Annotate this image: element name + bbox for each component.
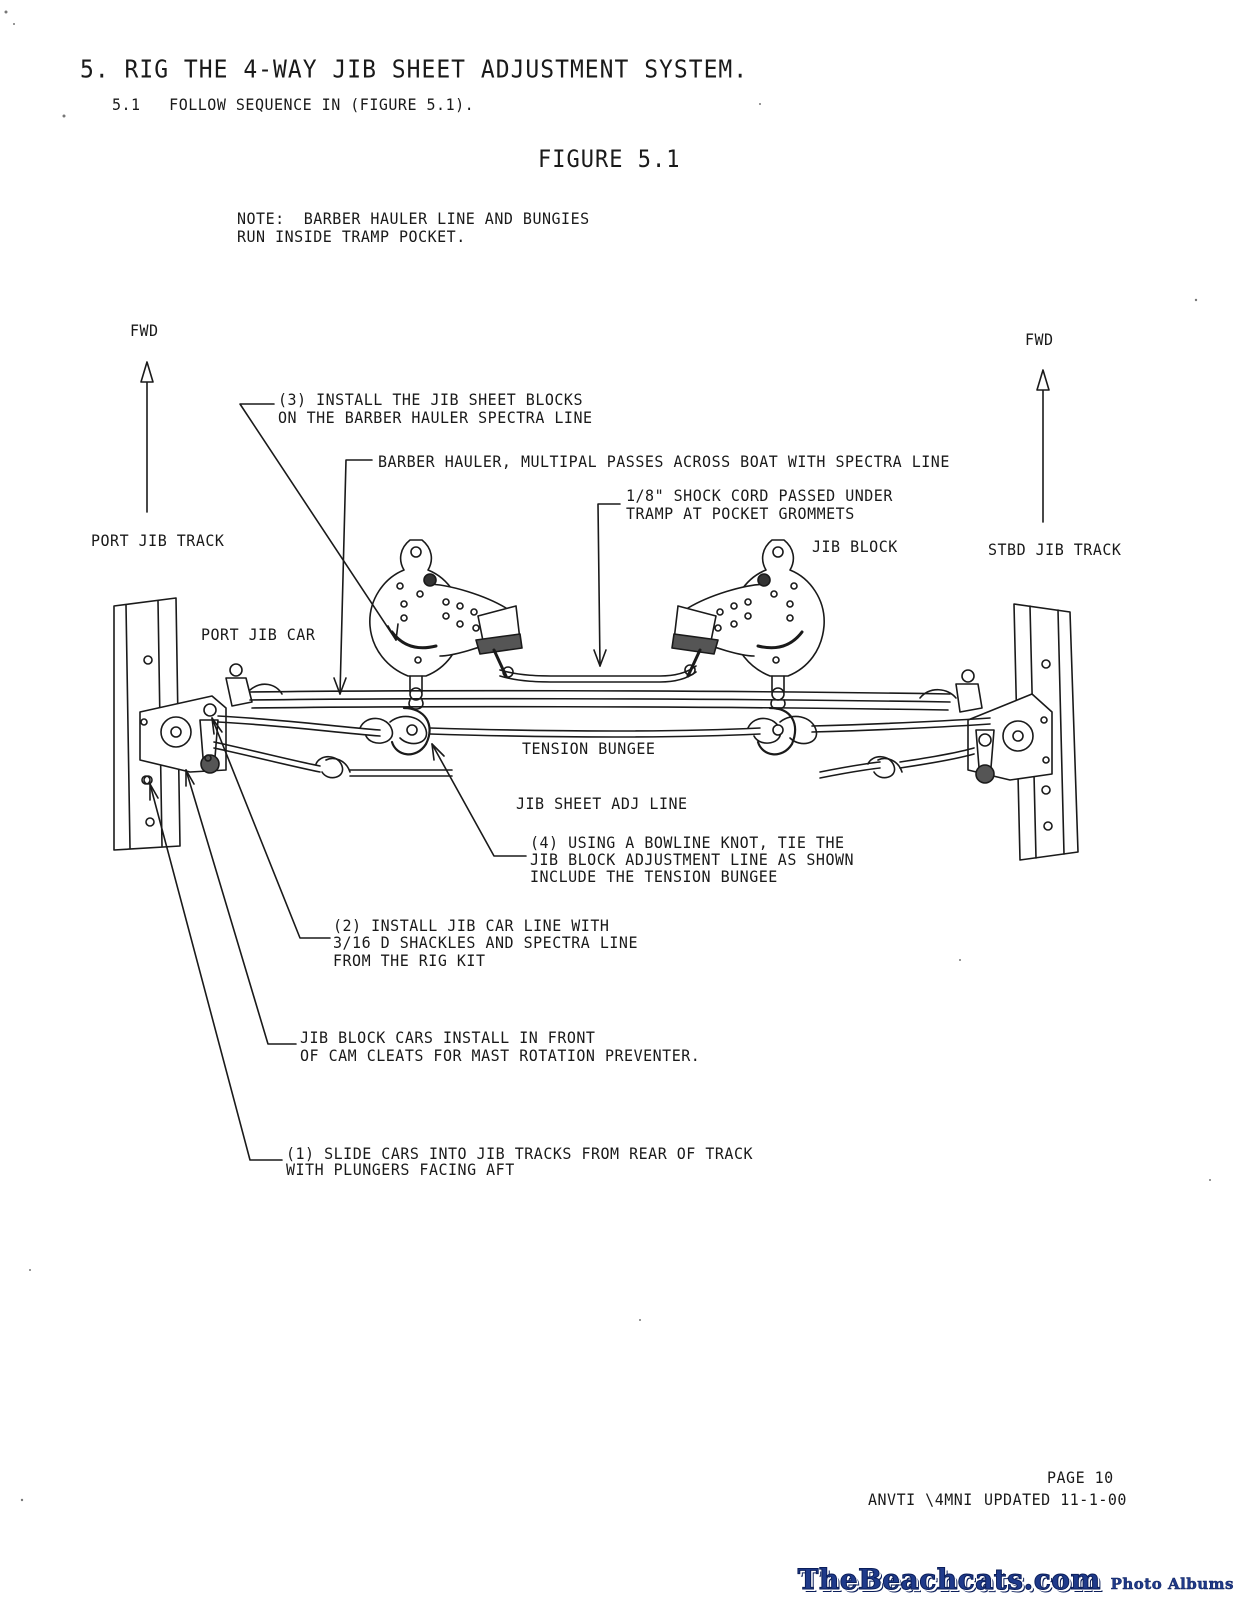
section-heading: 5. RIG THE 4-WAY JIB SHEET ADJUSTMENT SY… xyxy=(80,56,749,85)
callout-cars-line2: OF CAM CLEATS FOR MAST ROTATION PREVENTE… xyxy=(300,1045,701,1066)
bowline-knot-stbd xyxy=(747,706,818,756)
stbd-jib-block xyxy=(671,539,825,710)
callout-step2-line3: FROM THE RIG KIT xyxy=(333,950,486,971)
sheet-knot-port xyxy=(315,755,351,779)
leader-shock-cord xyxy=(593,503,621,667)
callout-shock-line1: 1/8" SHOCK CORD PASSED UNDER xyxy=(626,485,893,506)
jib-sheet-adj-line xyxy=(213,741,975,779)
callout-step1-line1: (1) SLIDE CARS INTO JIB TRACKS FROM REAR… xyxy=(286,1143,754,1164)
figure-note-line-1: NOTE: BARBER HAULER LINE AND BUNGIES xyxy=(237,208,590,229)
callout-step4-line3: INCLUDE THE TENSION BUNGEE xyxy=(530,866,778,887)
stbd-jib-car xyxy=(967,693,1053,784)
leader-cars xyxy=(185,769,297,1045)
port-jib-car xyxy=(139,695,227,785)
leader-barber-hauler xyxy=(333,459,373,695)
watermark-sub: Photo Albums xyxy=(1110,1575,1234,1594)
callout-step1-line2: WITH PLUNGERS FACING AFT xyxy=(286,1159,515,1180)
tension-bungee xyxy=(217,715,991,738)
callout-barber-hauler: BARBER HAULER, MULTIPAL PASSES ACROSS BO… xyxy=(378,451,950,472)
stbd-jib-track-label: STBD JIB TRACK xyxy=(988,539,1122,560)
callout-cars-line1: JIB BLOCK CARS INSTALL IN FRONT xyxy=(300,1027,596,1048)
port-jib-track-label: PORT JIB TRACK xyxy=(91,530,225,551)
fwd-label-right: FWD xyxy=(1025,329,1054,350)
port-jib-car-label: PORT JIB CAR xyxy=(201,624,316,645)
scan-specks xyxy=(4,10,1211,1502)
callout-step3-line2: ON THE BARBER HAULER SPECTRA LINE xyxy=(278,407,593,428)
leader-step2 xyxy=(211,717,331,939)
footer-page: PAGE 10 xyxy=(1047,1467,1114,1488)
fwd-arrow-right xyxy=(1036,369,1050,523)
leader-step1 xyxy=(149,783,283,1161)
jib-block-label: JIB BLOCK xyxy=(812,536,898,557)
shock-cord xyxy=(499,664,697,683)
leader-step4 xyxy=(431,743,527,857)
fwd-arrow-left xyxy=(140,361,154,513)
footer-updated: UPDATED 11-1-00 xyxy=(984,1489,1127,1510)
callout-shock-line2: TRAMP AT POCKET GROMMETS xyxy=(626,503,855,524)
fwd-label-left: FWD xyxy=(130,320,159,341)
watermark-main: TheBeachcats.com xyxy=(797,1563,1101,1597)
figure-title: FIGURE 5.1 xyxy=(538,146,681,174)
callout-step2-line2: 3/16 D SHACKLES AND SPECTRA LINE xyxy=(333,932,638,953)
jib-sheet-adj-line-label: JIB SHEET ADJ LINE xyxy=(516,793,688,814)
section-step: 5.1 FOLLOW SEQUENCE IN (FIGURE 5.1). xyxy=(112,94,475,115)
bowline-knot-port xyxy=(359,706,431,756)
callout-step3-line1: (3) INSTALL THE JIB SHEET BLOCKS xyxy=(278,389,583,410)
tension-bungee-label: TENSION BUNGEE xyxy=(522,738,656,759)
sheet-knot-stbd xyxy=(867,755,903,779)
barber-hauler-line xyxy=(249,689,951,711)
footer-doc-id: ANVTI \4MNI xyxy=(868,1489,973,1510)
site-watermark: TheBeachcats.com Photo Albums xyxy=(797,1562,1234,1597)
callout-step4-line1: (4) USING A BOWLINE KNOT, TIE THE xyxy=(530,832,845,853)
figure-note-line-2: RUN INSIDE TRAMP POCKET. xyxy=(237,226,466,247)
port-jib-block xyxy=(369,539,523,710)
stbd-shackle xyxy=(919,669,983,713)
callout-step4-line2: JIB BLOCK ADJUSTMENT LINE AS SHOWN xyxy=(530,849,855,870)
callout-step2-line1: (2) INSTALL JIB CAR LINE WITH xyxy=(333,915,610,936)
